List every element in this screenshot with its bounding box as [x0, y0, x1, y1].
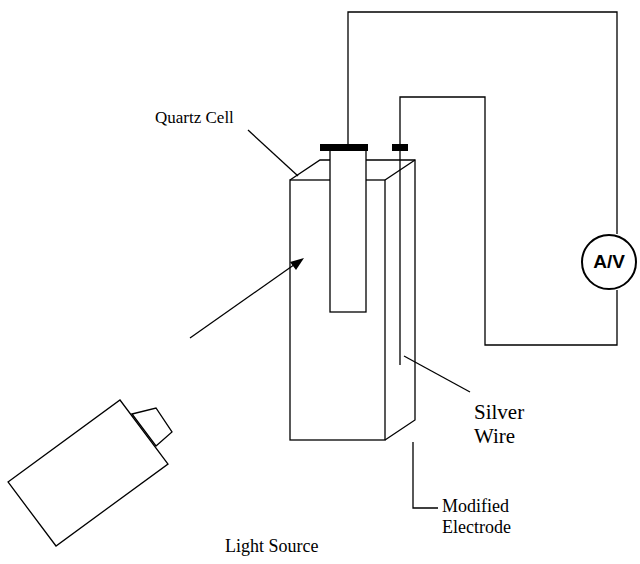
silver-wire — [399, 150, 400, 365]
leader-line — [248, 130, 298, 176]
part-label: Light Source — [225, 536, 318, 557]
modified-electrode — [330, 150, 366, 312]
light-source-body — [8, 400, 168, 546]
wire — [400, 97, 617, 345]
wire — [348, 12, 617, 234]
leader-line — [404, 356, 470, 392]
meter-circle: A/V — [581, 234, 637, 290]
part-label: Quartz Cell — [155, 108, 234, 128]
terminal — [392, 144, 408, 151]
part-label: Silver Wire — [474, 400, 564, 448]
meter-label: A/V — [593, 251, 625, 273]
light-source-nozzle — [132, 408, 172, 446]
part-label: Modified Electrode — [442, 496, 537, 537]
leader-line — [413, 442, 438, 508]
arrow-head — [290, 258, 304, 270]
terminal — [320, 144, 368, 151]
light-arrow — [190, 262, 298, 338]
